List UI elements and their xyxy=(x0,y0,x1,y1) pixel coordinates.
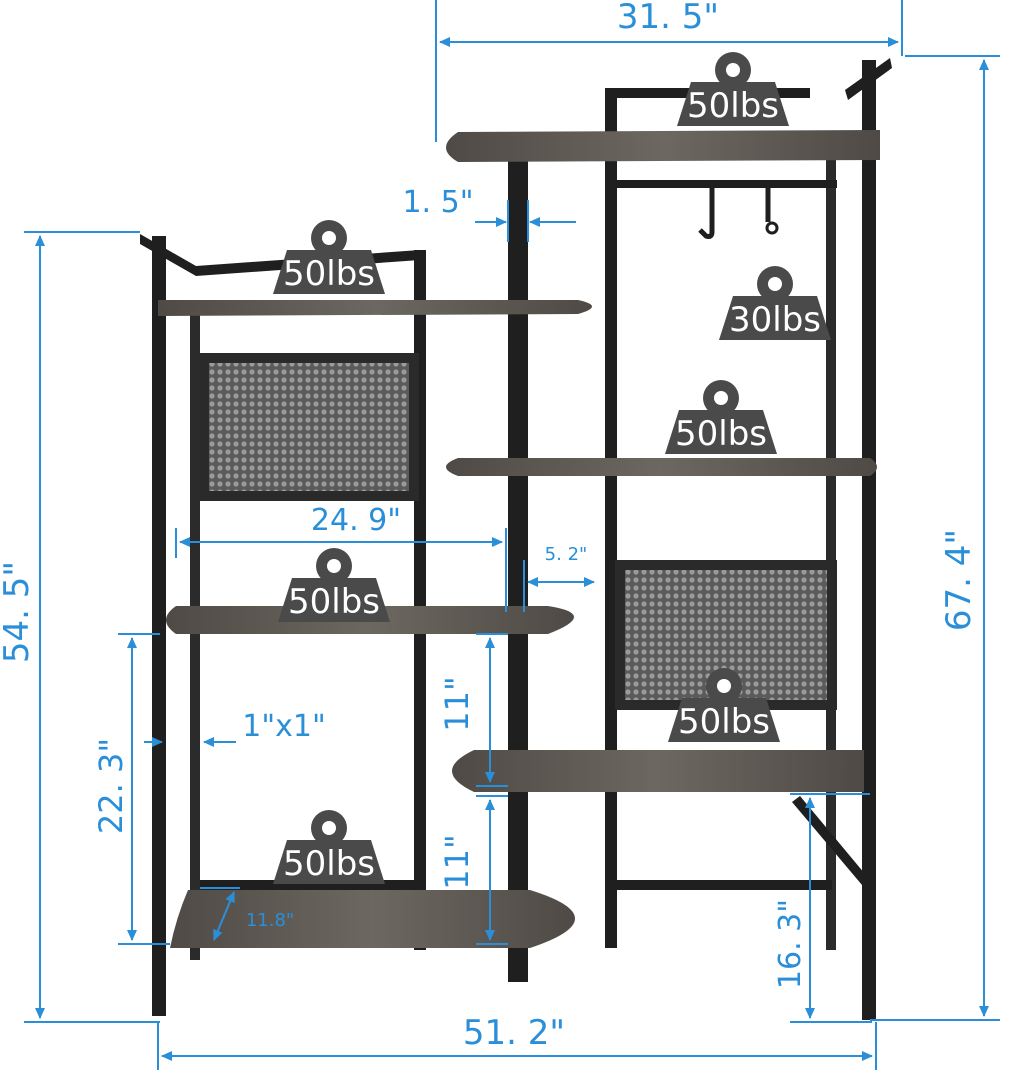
weight-label: 50lbs xyxy=(678,702,770,742)
weight-label: 50lbs xyxy=(283,844,375,884)
post-diameter-label: 1. 5" xyxy=(402,185,473,220)
gap-upper-label: 11" xyxy=(438,676,476,731)
weight-tag-hooks: 30lbs xyxy=(719,266,831,340)
shelf-middle-right xyxy=(446,458,877,476)
weight-tag-left-middle: 50lbs xyxy=(278,548,390,622)
shelf-top-right xyxy=(446,130,880,162)
total-width-label: 51. 2" xyxy=(463,1013,565,1053)
right-rear-post xyxy=(605,88,617,948)
depth-line xyxy=(213,891,235,941)
weight-tag-right-lower: 50lbs xyxy=(668,668,780,742)
shelf-lower-right xyxy=(452,750,864,792)
weight-tag-top-left: 50lbs xyxy=(273,220,385,294)
weight-tag-left-bottom: 50lbs xyxy=(273,810,385,884)
hook-ring xyxy=(765,221,779,235)
left-foot xyxy=(508,948,528,982)
shelf-top-left xyxy=(158,300,592,316)
hook-bar xyxy=(617,180,837,188)
weight-label: 50lbs xyxy=(288,582,380,622)
weight-label: 50lbs xyxy=(283,254,375,294)
overhang-label: 5. 2" xyxy=(545,544,588,565)
left-bottom-rail xyxy=(200,880,415,890)
gap-lower-label: 11" xyxy=(438,834,476,889)
right-side-rail xyxy=(845,58,892,100)
right-bottom-rail xyxy=(617,880,832,890)
dimension-lines xyxy=(24,0,1000,1070)
shelf-unit xyxy=(140,58,892,1020)
left-front-post xyxy=(152,236,166,1016)
shelf-width-label: 24. 9" xyxy=(311,503,401,538)
right-height-label: 67. 4" xyxy=(939,529,979,631)
left-mesh-panel xyxy=(199,353,419,501)
weight-label: 50lbs xyxy=(687,86,779,126)
weight-label: 30lbs xyxy=(729,300,821,340)
depth-label: 11.8" xyxy=(246,910,294,931)
left-top-rail xyxy=(140,234,420,276)
lower-height-label: 22. 3" xyxy=(92,738,130,834)
left-height-label: 54. 5" xyxy=(0,561,37,663)
weight-label: 50lbs xyxy=(675,414,767,454)
right-front-post xyxy=(862,60,876,1020)
shelf-bottom-left xyxy=(170,890,575,948)
top-width-label: 31. 5" xyxy=(617,0,719,37)
tube-size-label: 1"x1" xyxy=(242,709,326,744)
weight-tag-top-right: 50lbs xyxy=(677,52,789,126)
clearance-label: 16. 3" xyxy=(773,899,808,989)
right-inner-post xyxy=(826,150,836,950)
hook-1 xyxy=(698,180,715,239)
weight-tag-right-middle: 50lbs xyxy=(665,380,777,454)
